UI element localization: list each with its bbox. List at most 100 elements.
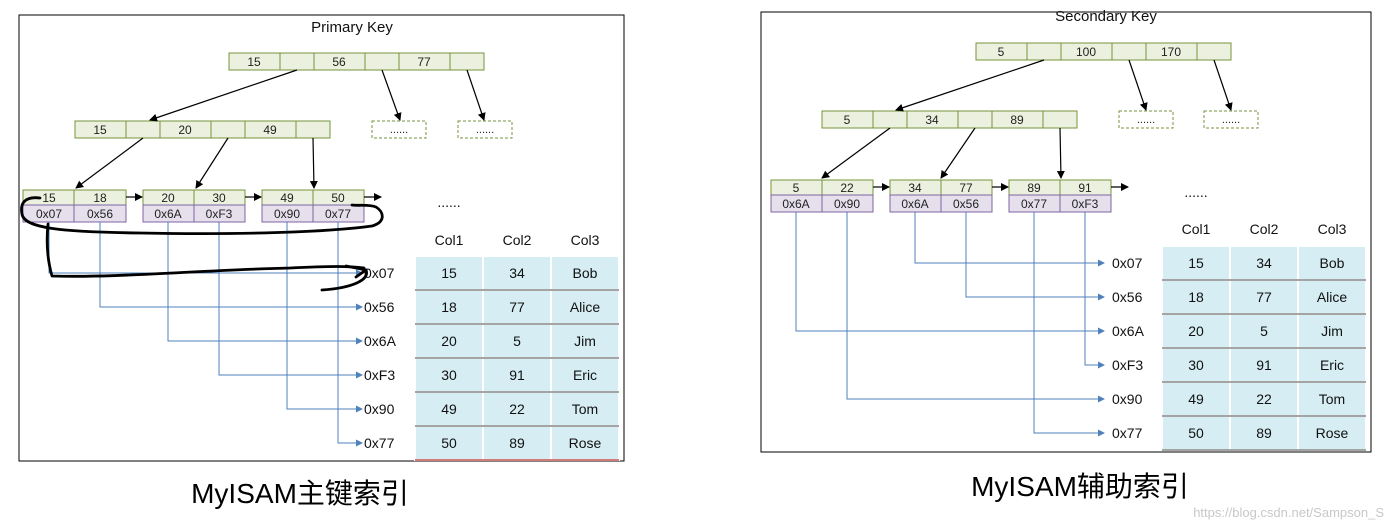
secondary-table-cell: 34: [1256, 255, 1272, 271]
primary-table-cell: 77: [509, 299, 525, 315]
secondary-placeholder-node: [1203, 110, 1259, 129]
primary-leaf-node: 20 30 0x6A 0xF3: [142, 189, 246, 223]
primary-title: Primary Key: [311, 19, 393, 36]
primary-table-cell: Jim: [574, 333, 596, 349]
primary-table-cell: 50: [441, 435, 457, 451]
primary-mid-key: 15: [93, 123, 107, 137]
secondary-mid-key: 34: [925, 113, 939, 127]
secondary-leaf-node: 89 91 0x77 0xF3: [1008, 179, 1112, 213]
secondary-mid-link: [940, 127, 976, 179]
primary-table-cell: 49: [441, 401, 457, 417]
secondary-table-cell: 22: [1256, 391, 1272, 407]
secondary-leaf-key: 91: [1078, 181, 1092, 195]
primary-leaf-pointer: 0x07: [36, 207, 62, 221]
secondary-mid-link: [1056, 127, 1065, 179]
primary-row-address: 0x77: [364, 435, 395, 451]
primary-leaf-node: 15 18 0x07 0x56: [22, 189, 127, 223]
secondary-table-cell: 15: [1188, 255, 1204, 271]
primary-leaf-key: 30: [212, 191, 226, 205]
primary-table-header: Col2: [503, 232, 532, 248]
secondary-row-address: 0x6A: [1112, 323, 1145, 339]
primary-row-address: 0x6A: [364, 333, 397, 349]
secondary-leaf-key: 89: [1027, 181, 1041, 195]
primary-table-cell: 89: [509, 435, 525, 451]
primary-leaf-pointer: 0x77: [325, 207, 351, 221]
secondary-table-cell: 77: [1256, 289, 1272, 305]
secondary-table-header: Col1: [1182, 221, 1211, 237]
primary-mid-link: [195, 137, 229, 189]
primary-row-address: 0x56: [364, 299, 395, 315]
secondary-pointer-lines: [795, 212, 1105, 437]
secondary-table-cell: 50: [1188, 425, 1204, 441]
secondary-leaf-key: 77: [959, 181, 973, 195]
primary-caption: MyISAM主键索引: [191, 478, 409, 509]
primary-root-key: 77: [417, 55, 431, 69]
primary-leaf-key: 20: [161, 191, 175, 205]
primary-leaf-key: 50: [331, 191, 345, 205]
primary-table-cell: 22: [509, 401, 525, 417]
secondary-table-cell: 20: [1188, 323, 1204, 339]
primary-table-header: Col3: [571, 232, 600, 248]
primary-root-node: 15 56 77: [228, 52, 485, 71]
secondary-placeholder-text: ......: [1137, 114, 1155, 126]
primary-row-address: 0x90: [364, 401, 395, 417]
secondary-table-cell: 89: [1256, 425, 1272, 441]
secondary-row-address: 0x77: [1112, 425, 1143, 441]
primary-mid-link: [309, 137, 318, 189]
primary-table-cell: 91: [509, 367, 525, 383]
secondary-leaf-key: 22: [840, 181, 854, 195]
secondary-leaf-pointer: 0x6A: [782, 197, 809, 211]
primary-leaf-pointer: 0x56: [87, 207, 113, 221]
secondary-data-table: 15 34 Bob 18 77 Alice 20 5 Jim 30 91 Eri…: [1161, 245, 1367, 451]
primary-key-panel: Primary Key 15 56 77 15 20 49: [18, 14, 625, 509]
secondary-table-cell: Rose: [1316, 425, 1349, 441]
secondary-key-panel: Secondary Key 5 100 170 5 34 89: [760, 8, 1372, 502]
primary-data-table: 15 34 Bob 18 77 Alice 20 5 Jim 30 91 Eri…: [414, 255, 620, 461]
secondary-mid-link: [821, 127, 891, 179]
primary-root-link: [466, 69, 486, 121]
primary-root-link: [149, 69, 298, 122]
primary-table-cell: Alice: [570, 299, 601, 315]
secondary-root-node: 5 100 170: [975, 42, 1232, 61]
primary-leaf-pointer: 0x6A: [154, 207, 181, 221]
primary-root-link: [381, 69, 402, 121]
primary-mid-key: 20: [178, 123, 192, 137]
watermark: https://blog.csdn.net/Sampson_S: [1193, 505, 1384, 520]
secondary-table-header: Col3: [1318, 221, 1347, 237]
primary-pointer-lines: [48, 222, 363, 447]
primary-root-key: 15: [247, 55, 261, 69]
primary-table-cell: Eric: [573, 367, 597, 383]
primary-table-cell: 34: [509, 265, 525, 281]
secondary-table-cell: Tom: [1319, 391, 1345, 407]
secondary-mid-key: 5: [844, 113, 851, 127]
handdrawn-annotation: [20, 196, 384, 292]
primary-table-cell: Bob: [573, 265, 598, 281]
secondary-placeholder-node: [1118, 110, 1174, 129]
secondary-leaf-pointer: 0x77: [1021, 197, 1047, 211]
primary-leaf-key: 15: [42, 191, 56, 205]
primary-row-address: 0x07: [364, 265, 395, 281]
primary-table-cell: Rose: [569, 435, 602, 451]
secondary-placeholder-text: ......: [1222, 114, 1240, 126]
secondary-leaf-pointer: 0x6A: [901, 197, 928, 211]
secondary-table-cell: Eric: [1320, 357, 1344, 373]
secondary-caption: MyISAM辅助索引: [971, 471, 1189, 502]
primary-table-cell: 20: [441, 333, 457, 349]
primary-root-key: 56: [332, 55, 346, 69]
primary-leaf-pointer: 0x90: [274, 207, 300, 221]
secondary-table-cell: 49: [1188, 391, 1204, 407]
primary-placeholder-text: ......: [390, 124, 408, 136]
primary-ellipsis: ......: [437, 194, 460, 210]
primary-mid-link: [75, 137, 144, 189]
primary-placeholder-node: [371, 120, 427, 139]
primary-leaf-key: 18: [93, 191, 107, 205]
secondary-table-cell: 5: [1260, 323, 1268, 339]
secondary-table-cell: Bob: [1320, 255, 1345, 271]
secondary-leaf-key: 5: [793, 181, 800, 195]
secondary-root-key: 170: [1161, 45, 1181, 59]
primary-mid-key: 49: [263, 123, 277, 137]
primary-table-header: Col1: [435, 232, 464, 248]
primary-leaf-key: 49: [280, 191, 294, 205]
secondary-row-address: 0x07: [1112, 255, 1143, 271]
